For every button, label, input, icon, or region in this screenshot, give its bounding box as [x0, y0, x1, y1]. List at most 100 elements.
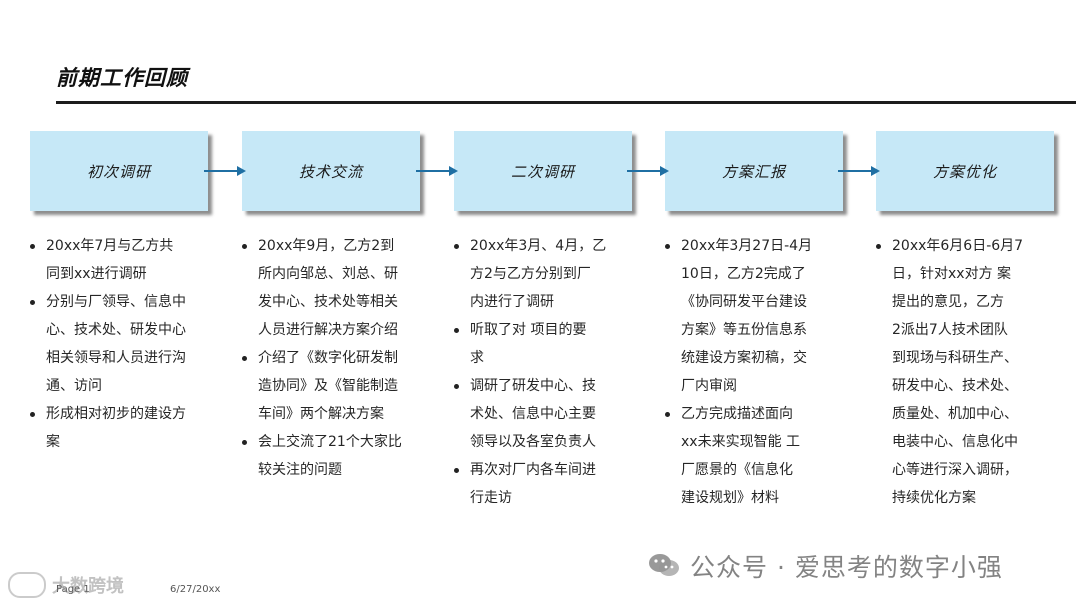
bullet-line: 心等进行深入调研， [892, 462, 1018, 478]
bullet-item: 20xx年9月，乙方2到所内向邹总、刘总、研发中心、技术处等相关人员进行解决方案… [242, 232, 402, 344]
bullet-item: 会上交流了21个大家比较关注的问题 [242, 428, 402, 484]
bullet-dot-icon [30, 412, 35, 417]
bullet-dot-icon [454, 328, 459, 333]
bullet-line: 术处、信息中心主要 [470, 406, 596, 422]
page-title: 前期工作回顾 [56, 66, 188, 90]
bullet-line: 《协同研发平台建设 [681, 294, 807, 310]
bullet-item: 分别与厂领导、信息中心、技术处、研发中心相关领导和人员进行沟通、访问 [30, 288, 186, 400]
bullet-line: 车间》两个解决方案 [258, 406, 384, 422]
stage-box-2: 技术交流 [242, 131, 420, 211]
bullet-line: 同到xx进行调研 [46, 266, 147, 282]
bullet-list: 20xx年9月，乙方2到所内向邹总、刘总、研发中心、技术处等相关人员进行解决方案… [242, 232, 402, 484]
bullet-line: 持续优化方案 [892, 490, 976, 506]
bullet-item: 再次对厂内各车间进行走访 [454, 456, 606, 512]
bullet-dot-icon [30, 300, 35, 305]
bullet-line: 10日，乙方2完成了 [681, 266, 806, 282]
bullet-list: 20xx年7月与乙方共同到xx进行调研分别与厂领导、信息中心、技术处、研发中心相… [30, 232, 186, 456]
bullet-line: 所内向邹总、刘总、研 [258, 266, 398, 282]
bullet-line: 厂愿景的《信息化 [681, 462, 793, 478]
watermark-left-text: 大数跨境 [52, 576, 124, 597]
bullet-line: 厂内审阅 [681, 378, 737, 394]
stage-box-1: 初次调研 [30, 131, 208, 211]
wechat-icon [648, 553, 680, 579]
bullet-item: 听取了对 项目的要求 [454, 316, 606, 372]
bullet-line: 质量处、机加中心、 [892, 406, 1018, 422]
bullet-list: 20xx年6月6日-6月7 日，针对xx对方 案提出的意见，乙方 2派出7人技术团队… [876, 232, 1023, 512]
bullet-dot-icon [242, 244, 247, 249]
bullet-dot-icon [665, 244, 670, 249]
bullet-item: 乙方完成描述面向 xx未来实现智能 工厂愿景的《信息化建设规划》材料 [665, 400, 812, 512]
bullet-line: 电装中心、信息化中 [892, 434, 1018, 450]
bullet-line: 提出的意见，乙方 [892, 294, 1004, 310]
bullet-line: 案 [46, 434, 60, 450]
flow-arrow-icon [204, 164, 246, 178]
bullet-item: 调研了研发中心、技术处、信息中心主要领导以及各室负责人 [454, 372, 606, 456]
bullet-line: 20xx年3月27日-4月 [681, 238, 813, 254]
title-divider [56, 101, 1076, 104]
bullet-line: 再次对厂内各车间进 [470, 462, 596, 478]
bullet-line: 相关领导和人员进行沟 [46, 350, 186, 366]
bullet-line: 20xx年7月与乙方共 [46, 238, 174, 254]
bullet-line: 分别与厂领导、信息中 [46, 294, 186, 310]
bullet-line: 建设规划》材料 [681, 490, 779, 506]
bullet-line: 形成相对初步的建设方 [46, 406, 186, 422]
bullet-line: 领导以及各室负责人 [470, 434, 596, 450]
bullet-item: 20xx年3月、4月，乙方2与乙方分别到厂内进行了调研 [454, 232, 606, 316]
column-4: 20xx年3月27日-4月 10日，乙方2完成了《协同研发平台建设方案》等五份信息… [665, 232, 812, 512]
flow-arrow-icon [627, 164, 669, 178]
bullet-item: 20xx年3月27日-4月 10日，乙方2完成了《协同研发平台建设方案》等五份信息… [665, 232, 812, 400]
bullet-dot-icon [876, 244, 881, 249]
bullet-item: 20xx年7月与乙方共同到xx进行调研 [30, 232, 186, 288]
bullet-line: 造协同》及《智能制造 [258, 378, 398, 394]
bullet-dot-icon [242, 440, 247, 445]
bullet-line: 20xx年3月、4月，乙 [470, 238, 607, 254]
bullet-line: 到现场与科研生产、 [892, 350, 1018, 366]
bullet-line: 方案》等五份信息系 [681, 322, 807, 338]
bullet-item: 20xx年6月6日-6月7 日，针对xx对方 案提出的意见，乙方 2派出7人技术团队… [876, 232, 1023, 512]
bullet-list: 20xx年3月27日-4月 10日，乙方2完成了《协同研发平台建设方案》等五份信息… [665, 232, 812, 512]
footer-page-number: Page 1 [56, 584, 90, 595]
bullet-line: 研发中心、技术处、 [892, 378, 1018, 394]
bullet-dot-icon [454, 244, 459, 249]
bullet-line: 方2与乙方分别到厂 [470, 266, 591, 282]
column-2: 20xx年9月，乙方2到所内向邹总、刘总、研发中心、技术处等相关人员进行解决方案… [242, 232, 402, 484]
column-3: 20xx年3月、4月，乙方2与乙方分别到厂内进行了调研听取了对 项目的要求调研了… [454, 232, 606, 512]
flow-arrow-icon [838, 164, 880, 178]
bullet-line: 介绍了《数字化研发制 [258, 350, 398, 366]
bullet-list: 20xx年3月、4月，乙方2与乙方分别到厂内进行了调研听取了对 项目的要求调研了… [454, 232, 606, 512]
watermark-right-text: 公众号 · 爱思考的数字小强 [690, 553, 1003, 582]
stage-box-3: 二次调研 [454, 131, 632, 211]
footer-date: 6/27/20xx [170, 584, 221, 595]
stage-box-5: 方案优化 [876, 131, 1054, 211]
bullet-line: 通、访问 [46, 378, 102, 394]
bullet-dot-icon [30, 244, 35, 249]
bullet-line: 调研了研发中心、技 [470, 378, 596, 394]
bullet-line: 内进行了调研 [470, 294, 554, 310]
bullet-line: 心、技术处、研发中心 [46, 322, 186, 338]
bullet-dot-icon [454, 384, 459, 389]
watermark-logo-icon [8, 572, 46, 598]
column-5: 20xx年6月6日-6月7 日，针对xx对方 案提出的意见，乙方 2派出7人技术团队… [876, 232, 1023, 512]
flow-arrow-icon [416, 164, 458, 178]
column-1: 20xx年7月与乙方共同到xx进行调研分别与厂领导、信息中心、技术处、研发中心相… [30, 232, 186, 456]
bullet-line: 听取了对 项目的要 [470, 322, 587, 338]
bullet-line: 人员进行解决方案介绍 [258, 322, 398, 338]
watermark-left: 大数跨境 [8, 572, 124, 598]
bullet-dot-icon [665, 412, 670, 417]
bullet-line: 20xx年6月6日-6月7 [892, 238, 1024, 254]
bullet-line: 发中心、技术处等相关 [258, 294, 398, 310]
bullet-line: 行走访 [470, 490, 512, 506]
bullet-dot-icon [242, 356, 247, 361]
stage-box-4: 方案汇报 [665, 131, 843, 211]
bullet-line: xx未来实现智能 工 [681, 434, 801, 450]
bullet-line: 日，针对xx对方 案 [892, 266, 1012, 282]
bullet-line: 乙方完成描述面向 [681, 406, 793, 422]
bullet-item: 介绍了《数字化研发制造协同》及《智能制造车间》两个解决方案 [242, 344, 402, 428]
bullet-line: 统建设方案初稿，交 [681, 350, 807, 366]
bullet-line: 2派出7人技术团队 [892, 322, 1008, 338]
bullet-line: 较关注的问题 [258, 462, 342, 478]
watermark-right: 公众号 · 爱思考的数字小强 [648, 548, 1003, 584]
bullet-line: 会上交流了21个大家比 [258, 434, 402, 450]
bullet-line: 求 [470, 350, 484, 366]
bullet-dot-icon [454, 468, 459, 473]
